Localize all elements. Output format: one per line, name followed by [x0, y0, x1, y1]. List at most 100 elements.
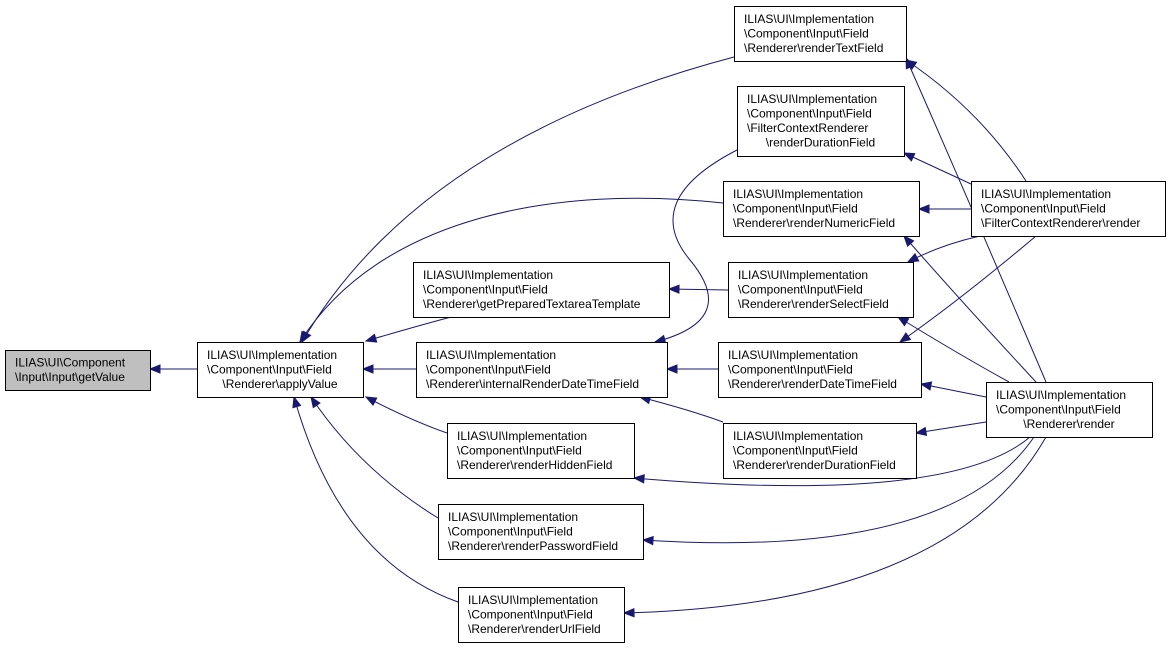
edge-line — [365, 396, 448, 434]
node-label-line: \Component\Input\Field — [733, 443, 858, 457]
node-filter-render[interactable]: ILIAS\UI\Implementation\Component\Input\… — [971, 181, 1166, 237]
node-label-line: \Component\Input\Field — [747, 107, 872, 121]
node-label-line: \Renderer\renderDateTimeField — [728, 377, 897, 391]
node-render-text-field[interactable]: ILIAS\UI\Implementation\Component\Input\… — [734, 6, 907, 62]
node-box — [718, 342, 922, 398]
node-label-line: \Component\Input\Field — [996, 402, 1121, 416]
edge-line — [905, 59, 1027, 182]
node-label-line: \Component\Input\Field — [738, 282, 863, 296]
edge-apply-value-to-get-value — [148, 364, 197, 374]
arrowhead — [919, 381, 933, 391]
node-render-numeric-field[interactable]: ILIAS\UI\Implementation\Component\Input\… — [723, 181, 920, 237]
arrowhead — [898, 332, 912, 343]
node-label-line: ILIAS\UI\Implementation — [423, 268, 553, 282]
edge-get-prepared-textarea-template-to-apply-value — [364, 316, 452, 343]
nodes-layer: ILIAS\UI\Component\Input\Input\getValueI… — [5, 6, 1166, 643]
arrowhead — [914, 426, 928, 437]
node-label-line: \Component\Input\Field — [733, 201, 858, 215]
node-label-line: \Component\Input\Field — [744, 26, 869, 40]
edge-line — [633, 436, 1031, 487]
node-box — [438, 504, 644, 560]
edge-filter-render-to-render-text-field — [904, 59, 1027, 182]
node-box — [413, 262, 670, 318]
node-filter-render-duration-field[interactable]: ILIAS\UI\Implementation\Component\Input\… — [737, 86, 905, 157]
edge-render-numeric-field-to-apply-value — [299, 197, 724, 344]
edge-render-to-render-hidden-field — [632, 436, 1031, 487]
node-label-line: \Component\Input\Field — [728, 362, 853, 376]
node-box — [723, 423, 917, 479]
node-label-line: \Component\Input\Field — [426, 362, 551, 376]
node-label-line: ILIAS\UI\Implementation — [738, 268, 868, 282]
node-label-line: ILIAS\UI\Implementation — [448, 510, 578, 524]
edge-line — [903, 235, 1037, 383]
node-get-prepared-textarea-template[interactable]: ILIAS\UI\Implementation\Component\Input\… — [413, 262, 670, 318]
edge-filter-render-to-render-select-field — [906, 235, 981, 263]
arrowhead — [903, 234, 915, 248]
arrowhead — [667, 284, 680, 294]
edge-line — [907, 235, 981, 263]
node-render-duration-field[interactable]: ILIAS\UI\Implementation\Component\Input\… — [723, 423, 917, 479]
node-get-value[interactable]: ILIAS\UI\Component\Input\Input\getValue — [5, 350, 151, 391]
edge-line — [299, 197, 724, 343]
arrowhead — [622, 607, 635, 618]
node-label-line: \Input\Input\getValue — [15, 370, 125, 384]
edge-filter-render-to-render-date-time-field — [898, 235, 1037, 343]
node-label-line: ILIAS\UI\Implementation — [747, 92, 877, 106]
node-label-line: ILIAS\UI\Implementation — [426, 348, 556, 362]
node-label-line: ILIAS\UI\Implementation — [996, 388, 1126, 402]
edge-render-password-field-to-apply-value — [310, 395, 439, 519]
edge-line — [897, 316, 1010, 383]
edge-line — [293, 396, 459, 603]
node-label-line: ILIAS\UI\Implementation — [468, 593, 598, 607]
node-internal-render-date-time-field[interactable]: ILIAS\UI\Implementation\Component\Input\… — [416, 342, 668, 398]
edge-render-date-time-field-to-internal-render-date-time-field — [665, 364, 718, 374]
node-label-line: \Component\Input\Field — [981, 201, 1106, 215]
arrowhead — [361, 364, 374, 374]
edge-line — [642, 436, 1035, 544]
edge-line — [905, 57, 1047, 383]
node-render-select-field[interactable]: ILIAS\UI\Implementation\Component\Input\… — [728, 262, 914, 318]
node-label-line: ILIAS\UI\Implementation — [744, 12, 874, 26]
arrowhead — [299, 330, 310, 344]
node-label-line: \Renderer\renderTextField — [744, 41, 883, 55]
node-render-hidden-field[interactable]: ILIAS\UI\Implementation\Component\Input\… — [447, 423, 635, 479]
edge-render-to-render-date-time-field — [919, 381, 987, 398]
node-render[interactable]: ILIAS\UI\Implementation\Component\Input\… — [986, 382, 1153, 438]
node-render-password-field[interactable]: ILIAS\UI\Implementation\Component\Input\… — [438, 504, 644, 560]
node-box — [728, 262, 914, 318]
node-box — [737, 86, 905, 157]
node-box — [971, 181, 1166, 237]
node-render-date-time-field[interactable]: ILIAS\UI\Implementation\Component\Input\… — [718, 342, 922, 398]
edge-line — [365, 316, 452, 342]
edge-render-hidden-field-to-apply-value — [364, 396, 448, 434]
node-box — [416, 342, 668, 398]
edges-layer — [148, 56, 1047, 618]
node-box — [986, 382, 1153, 438]
edge-line — [903, 152, 972, 185]
edge-line — [899, 235, 1037, 343]
node-label-line: \Component\Input\Field — [457, 443, 582, 457]
edge-render-select-field-to-get-prepared-textarea-template — [667, 284, 729, 294]
node-label-line: \Renderer\render — [1023, 417, 1114, 431]
node-box — [734, 6, 907, 62]
node-box — [5, 350, 151, 391]
node-label-line: \Component\Input\Field — [448, 524, 573, 538]
edge-line — [654, 149, 738, 343]
node-label-line: ILIAS\UI\Implementation — [733, 187, 863, 201]
node-label-line: \Component\Input\Field — [423, 282, 548, 296]
node-box — [723, 181, 920, 237]
edge-line — [623, 436, 1047, 614]
edge-line — [301, 56, 735, 343]
node-label-line: ILIAS\UI\Implementation — [981, 187, 1111, 201]
node-label-line: ILIAS\UI\Implementation — [207, 348, 337, 362]
node-render-url-field[interactable]: ILIAS\UI\Implementation\Component\Input\… — [458, 587, 625, 643]
arrowhead — [917, 204, 930, 214]
arrowhead — [905, 56, 915, 70]
node-label-line: ILIAS\UI\Implementation — [728, 348, 858, 362]
node-label-line: \FilterContextRenderer\render — [981, 216, 1140, 230]
node-label-line: \Renderer\renderUrlField — [468, 622, 601, 636]
arrowhead — [148, 364, 161, 374]
edge-filter-render-to-filter-render-duration-field — [902, 152, 972, 185]
node-apply-value[interactable]: ILIAS\UI\Implementation\Component\Input\… — [197, 342, 364, 398]
